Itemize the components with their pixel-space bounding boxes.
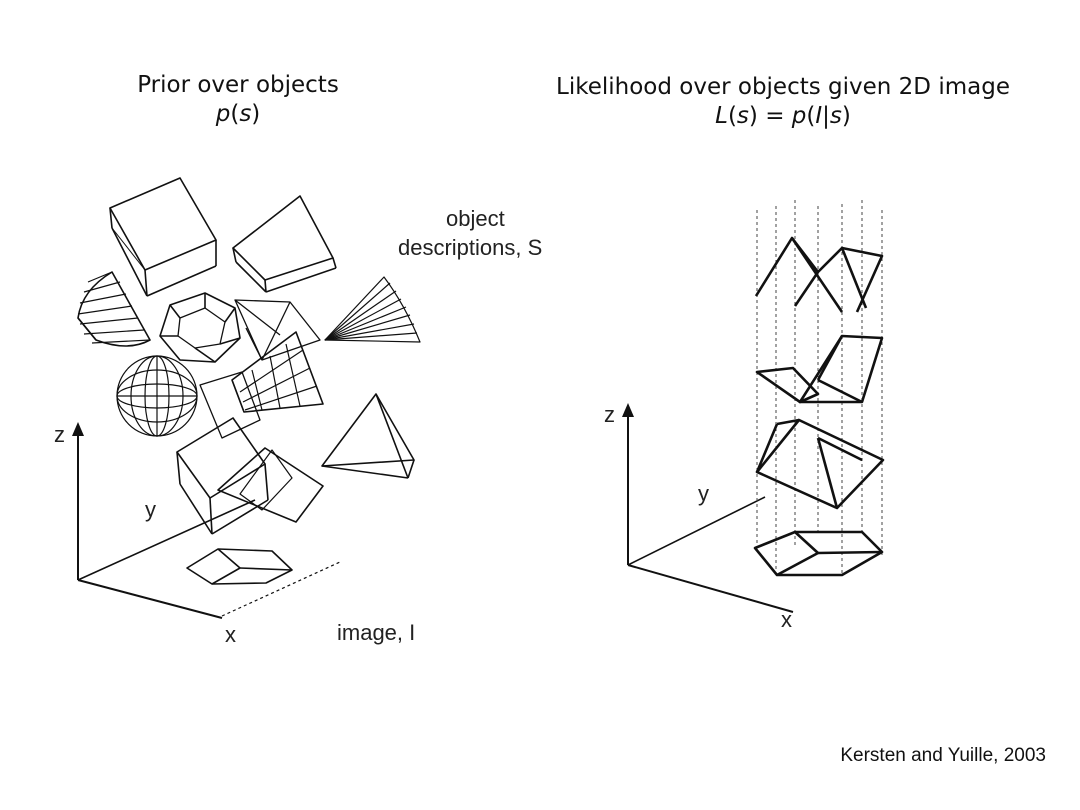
box-object: [176, 417, 269, 535]
prior-title: Prior over objects: [137, 72, 339, 98]
striped-frustum-object: [231, 331, 324, 413]
image-shape: [186, 548, 293, 585]
projection-lines: [756, 200, 883, 576]
left-axes: [72, 422, 341, 619]
wire-pyramid-object: [234, 299, 321, 361]
cube-object: [109, 177, 217, 297]
sphere-object: [116, 355, 198, 437]
fan-object: [324, 276, 421, 343]
left-z-axis-label: z: [54, 422, 65, 447]
object-label-line2: descriptions, S: [398, 235, 543, 260]
candidate-object-1: [754, 236, 884, 313]
citation: Kersten and Yuille, 2003: [840, 745, 1046, 766]
right-z-axis-label: z: [604, 402, 615, 427]
striped-segment-object: [77, 271, 151, 347]
tetrahedron-object: [321, 393, 415, 479]
right-y-axis-label: y: [698, 481, 709, 506]
likelihood-title: Likelihood over objects given 2D image: [556, 74, 1010, 100]
tilted-square-object: [217, 447, 324, 523]
right-axes: [622, 403, 794, 613]
wedge-object: [232, 195, 337, 293]
image-label: image, I: [337, 620, 416, 645]
right-x-axis-label: x: [781, 607, 792, 632]
likelihood-formula: L(s) = p(I|s): [715, 103, 851, 129]
left-y-axis-label: y: [145, 497, 156, 522]
likelihood-title-block: Likelihood over objects given 2D image L…: [548, 73, 1018, 131]
prior-title-block: Prior over objects p(s): [78, 71, 398, 129]
dodecahedron-object: [159, 292, 241, 363]
candidate-object-4: [753, 530, 884, 577]
left-x-axis-label: x: [225, 622, 236, 647]
object-label-line1: object: [446, 206, 505, 231]
wire-quad-object: [199, 371, 261, 439]
prior-formula: p(s): [215, 101, 261, 127]
candidate-object-3: [755, 418, 885, 510]
candidate-object-2: [755, 334, 884, 404]
